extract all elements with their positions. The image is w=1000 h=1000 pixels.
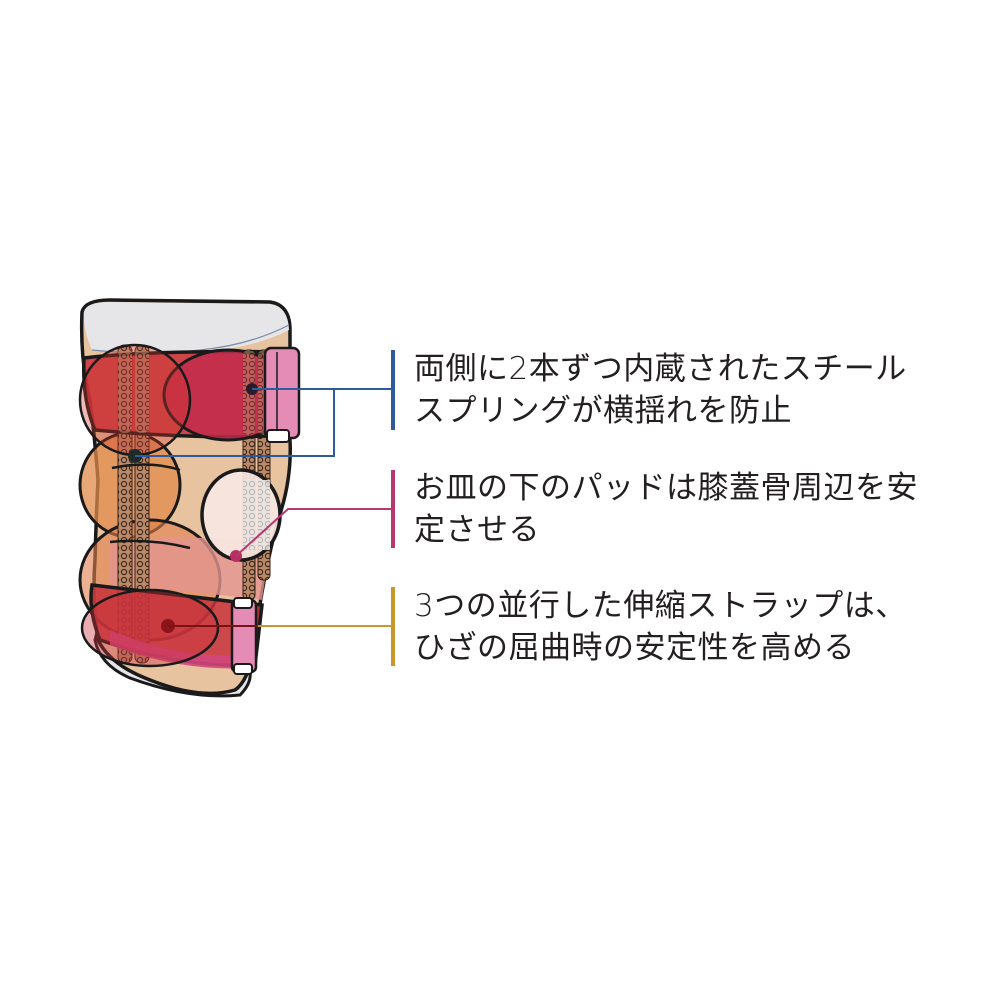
callout-elastic-straps-lines bbox=[161, 587, 395, 666]
callout-text-patella-pad: お皿の下のパッドは膝蓋骨周辺を安 定させる bbox=[414, 467, 974, 551]
callout-line: 定させる bbox=[414, 512, 540, 548]
callout-steel-springs-lines bbox=[128, 350, 395, 463]
bottom-strap-tab bbox=[230, 598, 258, 674]
callout-patella-pad-lines bbox=[230, 470, 395, 562]
callout-line: 3つの並行した伸縮ストラップは、 bbox=[414, 588, 907, 624]
callout-line: 両側に2本ずつ内蔵されたスチール bbox=[414, 351, 907, 387]
callout-line: スプリングが横揺れを防止 bbox=[414, 393, 792, 429]
callout-line: お皿の下のパッドは膝蓋骨周辺を安 bbox=[414, 470, 918, 506]
callout-text-elastic-straps: 3つの並行した伸縮ストラップは、 ひざの屈曲時の安定性を高める bbox=[414, 585, 974, 669]
top-strap-tab bbox=[263, 346, 301, 440]
knee-brace-illustration bbox=[78, 298, 301, 698]
callout-line: ひざの屈曲時の安定性を高める bbox=[414, 630, 855, 666]
upper-sleeve bbox=[83, 302, 290, 353]
callout-text-steel-springs: 両側に2本ずつ内蔵されたスチール スプリングが横揺れを防止 bbox=[414, 348, 974, 432]
